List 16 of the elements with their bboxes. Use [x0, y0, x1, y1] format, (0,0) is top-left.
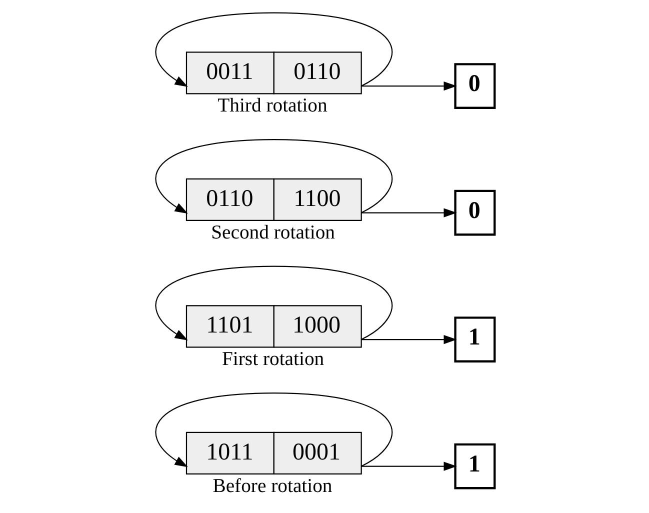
arrow — [360, 462, 456, 471]
arrow — [360, 334, 456, 344]
arrow — [360, 208, 456, 218]
arrow — [154, 392, 392, 468]
node-label: Second rotation — [210, 221, 334, 244]
node-label: Before rotation — [212, 474, 332, 497]
arrow — [360, 81, 456, 91]
arrow — [154, 139, 392, 214]
node-box: 1 — [454, 316, 496, 362]
node-box: 0 — [454, 190, 496, 236]
arrow — [154, 266, 392, 340]
node-box: 0 — [454, 63, 496, 109]
node-box: 1 — [454, 443, 496, 490]
arrow — [154, 12, 392, 87]
node-label: First rotation — [222, 348, 324, 370]
node-label: Third rotation — [217, 94, 327, 117]
